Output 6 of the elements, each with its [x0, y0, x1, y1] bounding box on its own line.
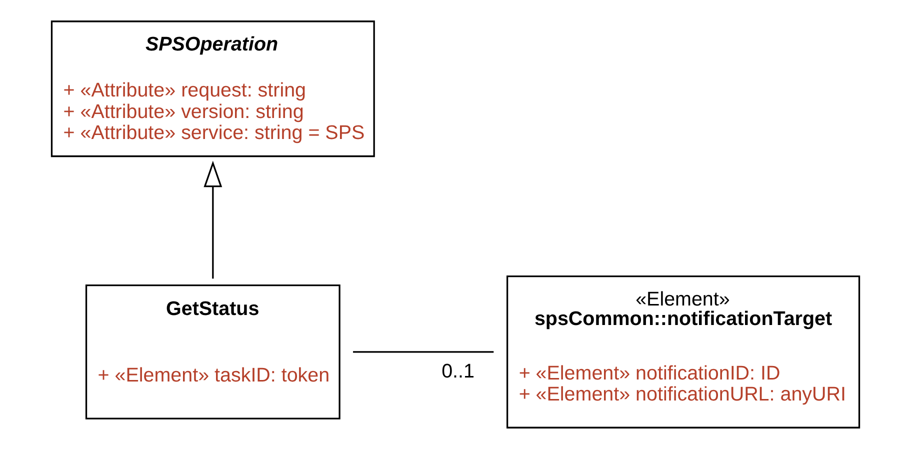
- node-box: SPSOperation + «Attribute» request: string + «Attribute» version: string + «Attribute» service: string = SPS: [50, 20, 375, 158]
- node-box: GetStatus + «Element» taskID: token: [85, 284, 340, 420]
- connector: [353, 351, 494, 353]
- node-box: «Element» spsCommon::notificationTarget + «Element» notificationID: ID + «Element» notificationURL: anyURI: [506, 275, 860, 428]
- arrow: [204, 160, 222, 279]
- edge-label: 0..1: [442, 360, 474, 383]
